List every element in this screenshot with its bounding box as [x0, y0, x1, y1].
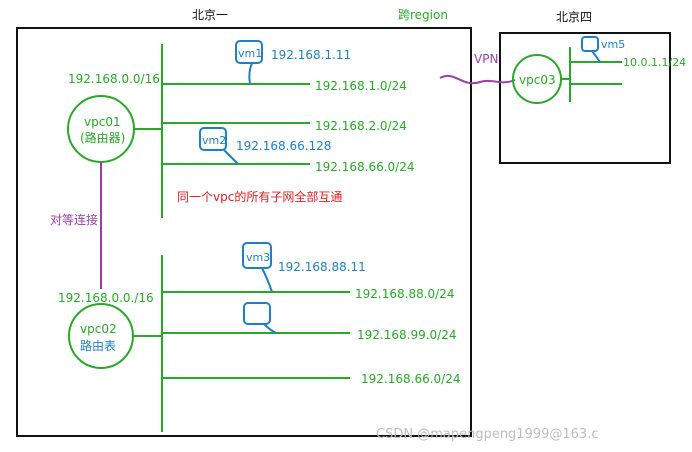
vpc02-router-node: [68, 303, 134, 369]
vpc01-subnet-3: 192.168.66.0/24: [315, 160, 414, 174]
vpn-link: [439, 75, 516, 85]
cross-region-label: 跨region: [398, 8, 448, 22]
vm1-box: [235, 40, 263, 64]
region-box-beijing1: [16, 27, 472, 437]
vm2-link: [223, 149, 239, 165]
watermark: CSDN @mapengpeng1999@163.c: [376, 427, 599, 442]
vpc02-cidr: 192.168.0.0./16: [58, 291, 154, 305]
vpc02-subnet-1: 192.168.88.0/24: [355, 287, 454, 301]
vpc02-name: vpc02: [80, 322, 117, 336]
region-title-beijing4: 北京四: [556, 10, 592, 24]
vpc02-subnet-2: 192.168.99.0/24: [357, 328, 456, 342]
vm5-label: vm5: [601, 38, 625, 51]
vpc01-name: vpc01: [84, 115, 121, 129]
region-title-beijing1: 北京一: [192, 8, 228, 22]
vm1-label: vm1: [238, 47, 262, 60]
vm3-label: vm3: [246, 251, 270, 264]
vpc01-router-node: [67, 95, 135, 163]
peering-label: 对等连接: [50, 212, 98, 227]
vpc01-subnet-2: 192.168.2.0/24: [315, 119, 407, 133]
vm5-link: [591, 50, 601, 63]
region-box-beijing4: [499, 32, 671, 164]
vpc03-name: vpc03: [519, 73, 556, 87]
vpc01-cidr: 192.168.0.0/16: [68, 72, 160, 86]
vpc02-role: 路由表: [80, 338, 116, 353]
subnet-note: 同一个vpc的所有子网全部互通: [177, 189, 342, 204]
vm3-ip: 192.168.88.11: [278, 260, 366, 274]
vm1-ip: 192.168.1.11: [271, 48, 351, 62]
vm-box-unlabeled: [243, 302, 271, 325]
vm1-link: [248, 62, 253, 85]
vpc01-subnet-1: 192.168.1.0/24: [315, 79, 407, 93]
vm2-box: [199, 127, 227, 151]
vpc01-role: (路由器): [80, 130, 125, 145]
vm2-label: vm2: [202, 134, 226, 147]
vpc02-subnet-3: 192.168.66.0/24: [361, 372, 460, 386]
vm2-ip: 192.168.66.128: [236, 139, 331, 153]
vm-unlabeled-link: [263, 323, 277, 334]
vpc03-subnet-1: 10.0.1.1/24: [623, 56, 686, 69]
vm5-box: [581, 36, 599, 52]
vpn-label: VPN: [474, 52, 498, 66]
vm3-box: [242, 242, 272, 269]
vm3-link: [261, 267, 273, 293]
